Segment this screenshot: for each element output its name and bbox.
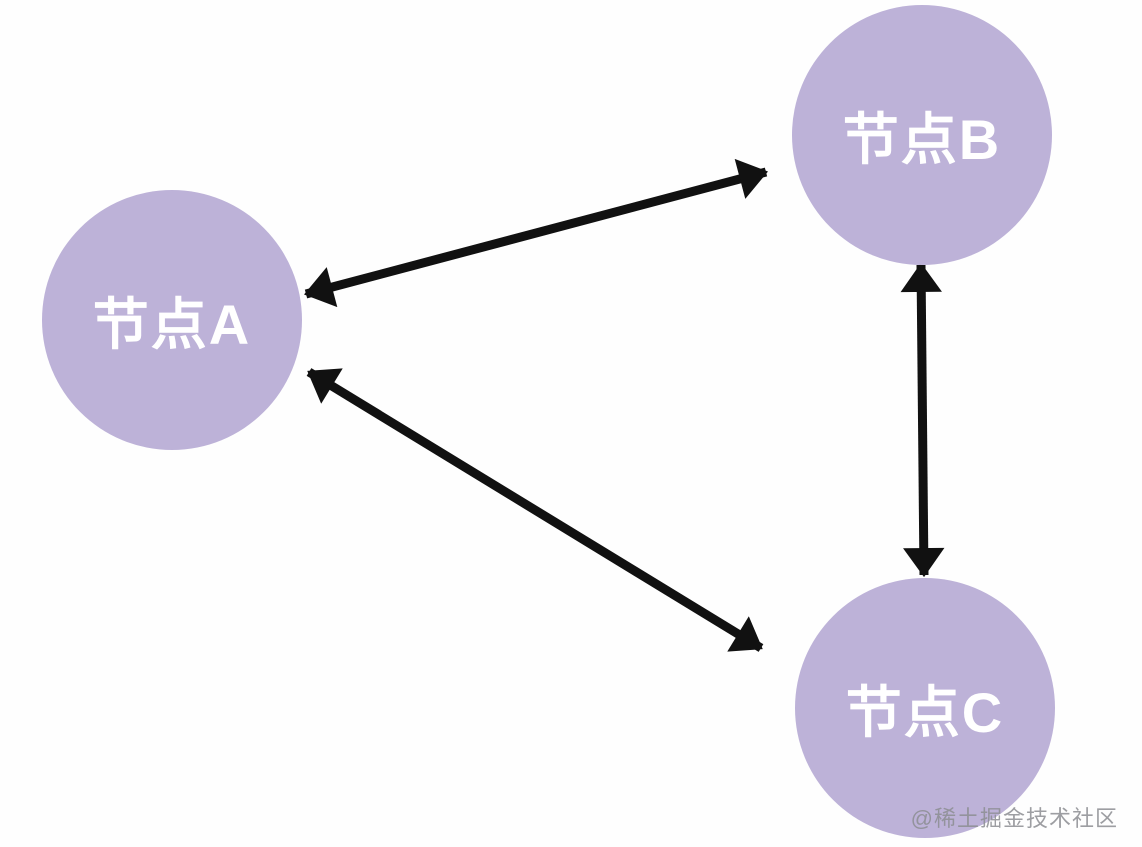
node-a-label: 节点A bbox=[92, 292, 252, 356]
edge-a-b bbox=[303, 158, 769, 308]
node-c-label: 节点C bbox=[845, 680, 1005, 744]
node-b: 节点B bbox=[792, 5, 1052, 265]
edge-a-c bbox=[306, 368, 764, 652]
node-b-label: 节点B bbox=[842, 107, 1002, 171]
node-a: 节点A bbox=[42, 190, 302, 450]
edge-b-c bbox=[900, 262, 945, 578]
node-c: 节点C bbox=[795, 578, 1055, 838]
watermark: @稀土掘金技术社区 bbox=[910, 806, 1118, 831]
